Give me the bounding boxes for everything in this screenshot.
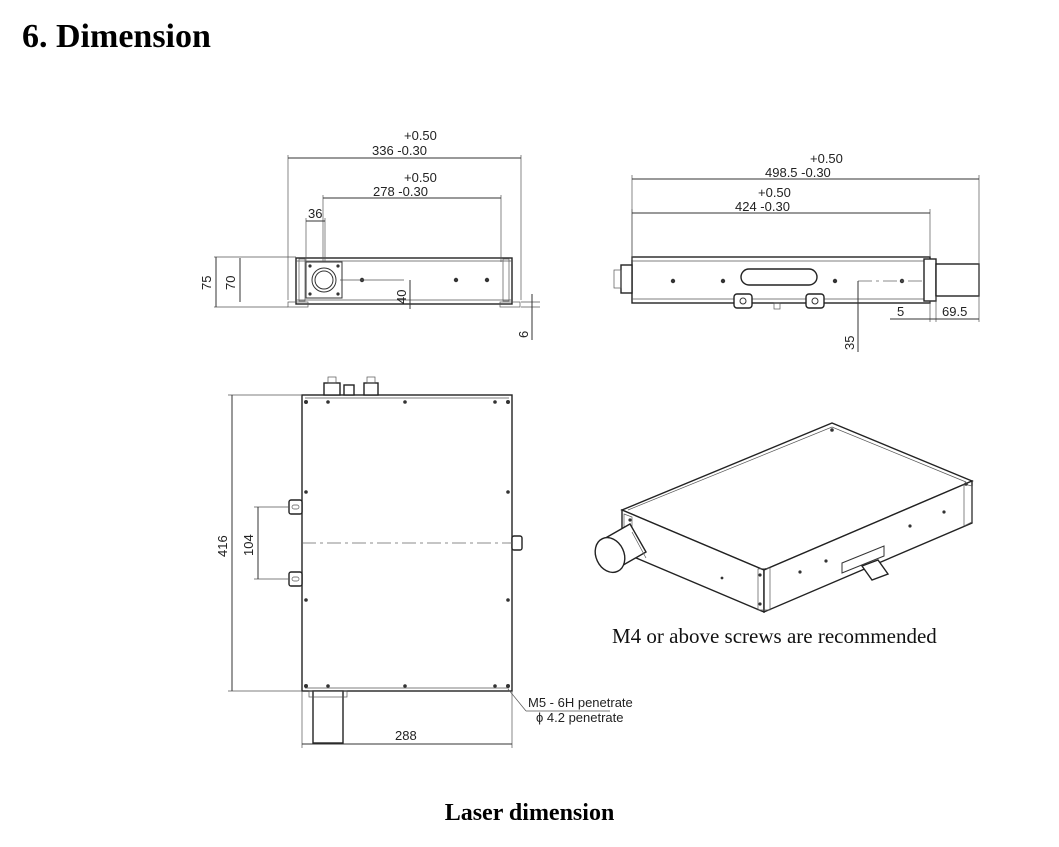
front-foot-height: 6 xyxy=(516,331,531,338)
top-view-tab-right xyxy=(511,535,523,551)
side-output-gap: 5 xyxy=(897,304,904,319)
front-overall-width-upper: +0.50 xyxy=(404,128,437,143)
front-view-connector xyxy=(305,261,343,299)
front-view-body xyxy=(295,257,513,305)
top-view-output-head xyxy=(312,690,344,744)
top-view-tab-upper xyxy=(288,499,303,515)
front-height-outer: 75 xyxy=(199,276,214,290)
side-body-length-value: 424 -0.30 xyxy=(735,199,790,214)
side-overall-length-value: 498.5 -0.30 xyxy=(765,165,831,180)
iso-output-cylinder xyxy=(594,523,647,574)
iso-handle-slot xyxy=(841,545,885,574)
side-output-length: 69.5 xyxy=(942,304,967,319)
dimension-drawing: +0.50 336 -0.30 +0.50 278 -0.30 36 75 70… xyxy=(199,128,980,748)
front-overall-width-value: 336 -0.30 xyxy=(372,143,427,158)
side-view: +0.50 498.5 -0.30 +0.50 424 -0.30 5 69.5… xyxy=(613,151,980,352)
side-output-center-height: 35 xyxy=(842,336,857,350)
side-view-handle-slot xyxy=(740,268,818,286)
screw-recommendation-note: M4 or above screws are recommended xyxy=(612,624,937,648)
front-connector-center-height: 40 xyxy=(394,290,409,304)
hole-spec: ϕ 4.2 penetrate xyxy=(536,710,624,725)
isometric-view xyxy=(594,422,974,614)
front-connector-width: 36 xyxy=(308,206,322,221)
front-view: +0.50 336 -0.30 +0.50 278 -0.30 36 75 70… xyxy=(199,128,540,340)
top-view-tab-lower xyxy=(288,571,303,587)
side-view-mount-left xyxy=(733,293,753,309)
top-width: 288 xyxy=(395,728,417,743)
side-body-length-upper: +0.50 xyxy=(758,185,791,200)
iso-mount-foot xyxy=(860,559,890,581)
front-view-foot-left xyxy=(287,301,309,308)
top-mount-spacing: 104 xyxy=(241,534,256,556)
top-view-connectors xyxy=(323,376,379,396)
iso-side-face xyxy=(763,479,973,614)
side-view-mount-right xyxy=(805,293,825,309)
side-view-output-head xyxy=(935,263,980,297)
front-inner-width-value: 278 -0.30 xyxy=(373,184,428,199)
side-overall-length-upper: +0.50 xyxy=(810,151,843,166)
top-overall-depth: 416 xyxy=(215,535,230,557)
side-view-connector xyxy=(620,264,633,294)
front-height-inner: 70 xyxy=(223,276,238,290)
front-view-foot-right xyxy=(499,301,521,308)
section-heading: 6. Dimension xyxy=(22,18,211,55)
top-view: 416 104 288 M5 - 6H penetrate ϕ 4.2 pene… xyxy=(215,376,633,748)
front-inner-width-upper: +0.50 xyxy=(404,170,437,185)
figure-caption: Laser dimension xyxy=(444,800,615,826)
thread-spec: M5 - 6H penetrate xyxy=(528,695,633,710)
